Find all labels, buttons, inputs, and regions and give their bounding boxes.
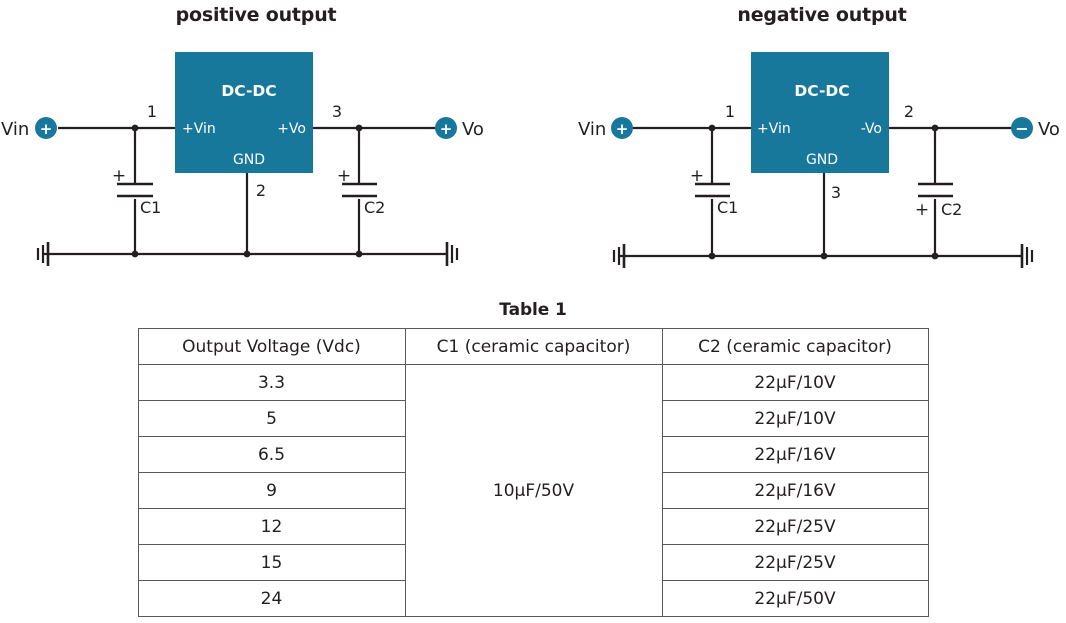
table-row: 15 22µF/25V xyxy=(137,544,929,581)
table-row: 5 22µF/10V xyxy=(137,400,929,437)
dcdc-pin-vo-label-negative: -Vo xyxy=(861,121,882,137)
dcdc-pin-vin-label-positive: +Vin xyxy=(182,121,216,137)
pin-number-1-negative: 1 xyxy=(725,102,735,121)
ground-symbol-left-negative xyxy=(612,244,626,268)
vo-terminal-polarity-positive: + xyxy=(440,120,453,138)
dcdc-pin-gnd-label-positive: GND xyxy=(233,152,265,168)
ground-symbol-left-positive xyxy=(36,242,50,266)
table-row: 3.3 10µF/50V 22µF/10V xyxy=(137,364,929,617)
cell-c2-value: 22µF/25V xyxy=(661,508,929,545)
capacitor-c1-polarity-negative: + xyxy=(690,166,704,186)
junction-dot xyxy=(243,250,251,258)
junction-dot xyxy=(708,124,716,132)
vo-label-negative: Vo xyxy=(1038,119,1060,140)
vo-label-positive: Vo xyxy=(462,119,484,140)
dcdc-pin-vin-label-negative: +Vin xyxy=(757,121,791,137)
cell-output-voltage: 9 xyxy=(137,472,406,509)
junction-dot xyxy=(708,252,716,260)
capacitor-c2-polarity-negative: + xyxy=(915,200,929,220)
table-row: 9 22µF/16V xyxy=(137,472,929,509)
cell-output-voltage: 3.3 xyxy=(137,364,406,401)
cell-c2-value: 22µF/10V xyxy=(661,400,929,437)
pin-number-2-positive: 2 xyxy=(256,181,266,200)
capacitor-c1-label-negative: C1 xyxy=(717,198,738,217)
cell-c2-value: 22µF/50V xyxy=(661,580,929,617)
cell-c2-value: 22µF/16V xyxy=(661,436,929,473)
vin-label-positive: Vin xyxy=(1,119,29,140)
capacitor-c1-negative xyxy=(695,182,730,198)
vo-terminal-negative[interactable] xyxy=(1011,117,1033,139)
cell-c1-value: 10µF/50V xyxy=(404,364,663,617)
capacitor-c1-label-positive: C1 xyxy=(140,198,161,217)
vin-terminal-negative[interactable] xyxy=(611,117,633,139)
capacitor-c2-label-negative: C2 xyxy=(941,200,962,219)
cell-output-voltage: 24 xyxy=(137,580,406,617)
vin-label-negative: Vin xyxy=(578,119,606,140)
circuit-diagrams: positive output negative output xyxy=(0,0,1066,292)
capacitor-c2-label-positive: C2 xyxy=(364,198,385,217)
pin-number-3-positive: 3 xyxy=(332,102,342,121)
capacitor-c2-polarity-positive: + xyxy=(337,166,351,186)
cell-output-voltage: 6.5 xyxy=(137,436,406,473)
cell-output-voltage: 12 xyxy=(137,508,406,545)
table-row: 12 22µF/25V xyxy=(137,508,929,545)
junction-dot xyxy=(131,250,139,258)
cell-c2-value: 22µF/16V xyxy=(661,472,929,509)
junction-dot xyxy=(355,124,363,132)
dcdc-pin-vo-label-positive: +Vo xyxy=(277,121,306,137)
header-c1: C1 (ceramic capacitor) xyxy=(404,328,663,365)
ground-symbol-right-negative xyxy=(1020,244,1034,268)
junction-dot xyxy=(131,124,139,132)
junction-dot xyxy=(820,252,828,260)
schematic-svg: + C1 + C2 DC-DC +Vin +Vo GND xyxy=(1,52,1060,268)
cell-c2-value: 22µF/10V xyxy=(661,364,929,401)
vin-terminal-positive[interactable] xyxy=(35,117,57,139)
negative-output-circuit: + C1 + C2 DC-DC +Vin -Vo GND 1 xyxy=(578,52,1060,268)
junction-dot xyxy=(355,250,363,258)
dcdc-block-positive[interactable] xyxy=(175,52,313,173)
dcdc-pin-gnd-label-negative: GND xyxy=(806,152,838,168)
table-row: 6.5 22µF/16V xyxy=(137,436,929,473)
pin-number-1-positive: 1 xyxy=(147,102,157,121)
cell-output-voltage: 5 xyxy=(137,400,406,437)
capacitor-c1-polarity-positive: + xyxy=(112,166,126,186)
dcdc-block-label-negative: DC-DC xyxy=(794,82,849,100)
table-header-row: Output Voltage (Vdc) C1 (ceramic capacit… xyxy=(137,328,929,365)
positive-output-circuit: + C1 + C2 DC-DC +Vin +Vo GND xyxy=(1,52,484,266)
table-section: Table 1 Output Voltage (Vdc) C1 (ceramic… xyxy=(0,300,1066,617)
dcdc-block-label-positive: DC-DC xyxy=(221,82,276,100)
ground-symbol-right-positive xyxy=(445,242,459,266)
capacitor-selection-table: Output Voltage (Vdc) C1 (ceramic capacit… xyxy=(137,328,929,617)
vin-terminal-polarity-negative: + xyxy=(616,120,629,138)
cell-c2-value: 22µF/25V xyxy=(661,544,929,581)
vo-terminal-polarity-negative: − xyxy=(1015,119,1028,138)
pin-number-3-negative: 3 xyxy=(831,183,841,202)
vo-terminal-positive[interactable] xyxy=(435,117,457,139)
capacitor-c2-positive xyxy=(342,182,377,198)
dcdc-block-negative[interactable] xyxy=(751,52,889,173)
table-row: 24 22µF/50V xyxy=(137,580,929,617)
vin-terminal-polarity-positive: + xyxy=(40,120,53,138)
cell-output-voltage: 15 xyxy=(137,544,406,581)
capacitor-c2-negative xyxy=(918,182,953,198)
junction-dot xyxy=(931,252,939,260)
junction-dot xyxy=(931,124,939,132)
header-output-voltage: Output Voltage (Vdc) xyxy=(137,328,406,365)
pin-number-2-negative: 2 xyxy=(904,102,914,121)
capacitor-c1-positive xyxy=(117,182,153,198)
header-c2: C2 (ceramic capacitor) xyxy=(661,328,929,365)
positive-circuit-title: positive output xyxy=(175,4,337,26)
negative-circuit-title: negative output xyxy=(737,4,907,26)
table-caption: Table 1 xyxy=(499,300,567,320)
